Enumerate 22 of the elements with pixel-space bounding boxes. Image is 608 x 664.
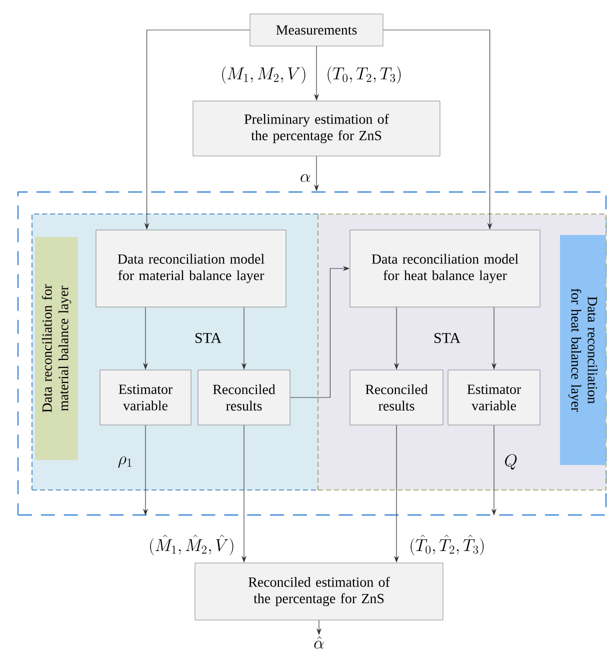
process-box: Reconciled results xyxy=(198,370,290,426)
side-band: Data reconciliation for material balance layer xyxy=(35,237,78,460)
variable-label: $(T_0, T_2, T_3)$ xyxy=(328,66,401,84)
edge-label: $\alpha$ xyxy=(300,174,310,182)
term-label: STA xyxy=(195,332,222,344)
process-box: Reconciled results xyxy=(350,370,444,426)
edge-label: $Q$ xyxy=(505,454,517,470)
term-label: STA xyxy=(434,332,460,344)
process-box: Reconciled estimation of the percentage for ZnS xyxy=(194,562,444,620)
variable-label: $(M_1, M_2, V)$ xyxy=(222,66,306,84)
process-box: Measurements xyxy=(250,14,384,46)
process-box: Estimator variable xyxy=(100,370,192,426)
process-box: Data reconciliation model for heat balance layer xyxy=(350,230,540,308)
variable-label: $(\hat{T}_0, \hat{T}_2, \hat{T}_3)$ xyxy=(410,534,484,556)
layer-frame xyxy=(17,191,607,516)
side-band: Data reconciliation for heat balance layer xyxy=(560,235,606,465)
process-box: Preliminary estimation of the percentage for ZnS xyxy=(192,100,440,156)
edge-label: $\rho_1$ xyxy=(118,456,132,468)
process-box: Estimator variable xyxy=(448,370,540,426)
process-box: Data reconciliation model for material balance layer xyxy=(96,230,286,308)
variable-label: $(\hat{M}_1, \hat{M}_2, \hat{V})$ xyxy=(150,534,234,556)
edge-label: $\hat{\alpha}$ xyxy=(314,636,324,649)
